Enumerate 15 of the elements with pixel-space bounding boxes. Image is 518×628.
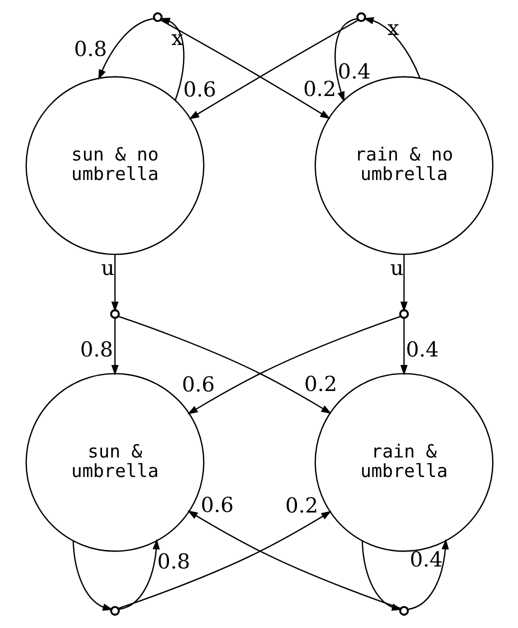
- edge-label: 0.4: [405, 338, 438, 362]
- edge-label: 0.8: [156, 550, 190, 574]
- edge-label: 0.8: [80, 338, 113, 362]
- edge-label: 0.8: [74, 36, 106, 61]
- edge-label: 0.4: [409, 548, 442, 572]
- edge-label: u: [390, 256, 404, 280]
- edge-label: 0.2: [284, 494, 318, 518]
- edge-label: x: [387, 16, 399, 40]
- edge-label: u: [100, 256, 114, 280]
- edge-label: 0.6: [181, 372, 214, 396]
- edge-label: 0.2: [304, 372, 337, 396]
- edge-label: 0.6: [182, 77, 216, 102]
- edge-label: 0.6: [200, 492, 234, 517]
- edge-label: 0.4: [337, 60, 370, 84]
- edge-label: 0.2: [302, 76, 336, 101]
